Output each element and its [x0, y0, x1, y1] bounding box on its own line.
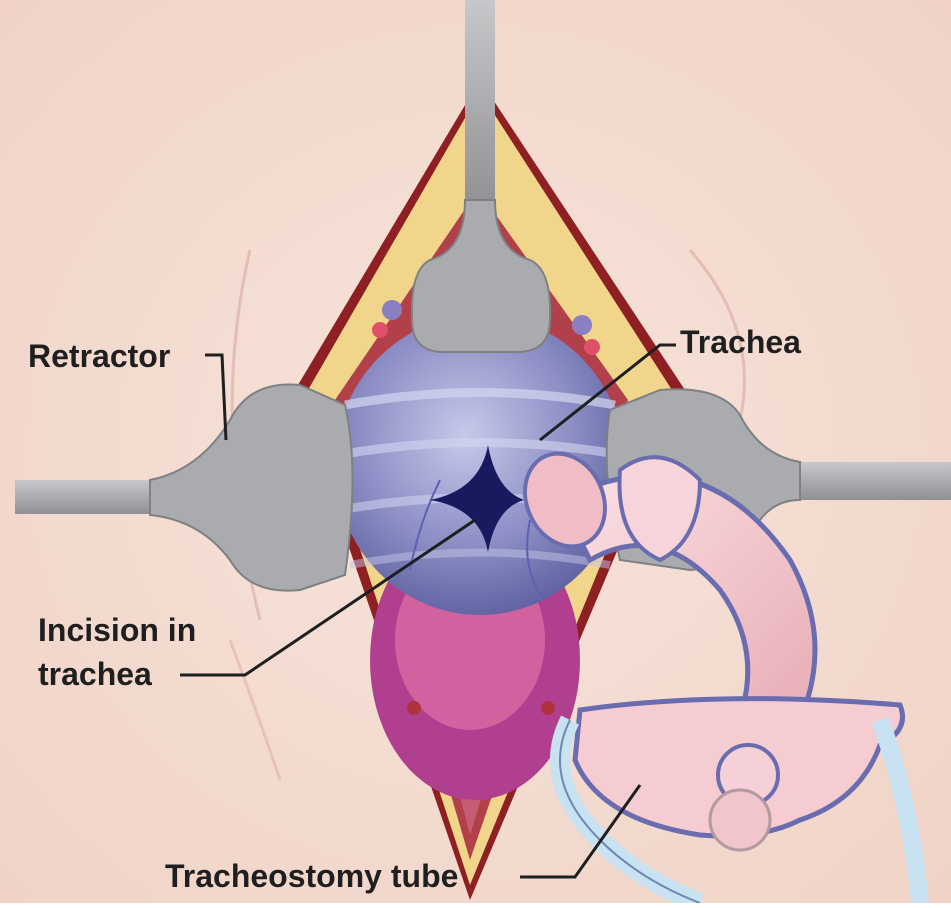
- tracheostomy-tube-label: Tracheostomy tube: [165, 858, 458, 894]
- tube-connector-2: [710, 790, 770, 850]
- vessel-right-bottom: [541, 701, 555, 715]
- retractor-label: Retractor: [28, 338, 170, 374]
- retractor-top-handle: [465, 0, 495, 210]
- trachea-label: Trachea: [680, 324, 801, 360]
- vessel-left-top: [382, 300, 402, 320]
- vessel-left-top-2: [372, 322, 388, 338]
- vessel-left-bottom: [407, 701, 421, 715]
- vessel-right-top: [572, 315, 592, 335]
- incision-label-line1: Incision in: [38, 612, 196, 648]
- vessel-right-top-2: [584, 339, 600, 355]
- incision-label-line2: trachea: [38, 656, 152, 692]
